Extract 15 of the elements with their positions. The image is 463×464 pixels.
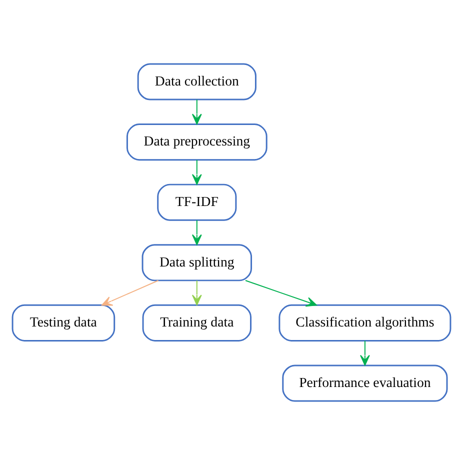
node-box: Performance evaluation [282,364,448,402]
arrow [192,280,202,305]
node-box: Training data [142,304,252,341]
arrow [192,219,202,245]
arrow [101,280,159,306]
node-box: Classification algorithms [278,304,452,341]
node-box: Data collection [137,62,256,100]
node-box: TF-IDF [157,183,237,220]
node-box: Testing data [12,304,116,341]
arrow [192,158,202,184]
arrow [245,280,317,306]
arrow [360,340,370,366]
node-box: Data splitting [142,244,252,281]
arrow [192,98,202,124]
node-box: Data preprocessing [126,123,268,160]
